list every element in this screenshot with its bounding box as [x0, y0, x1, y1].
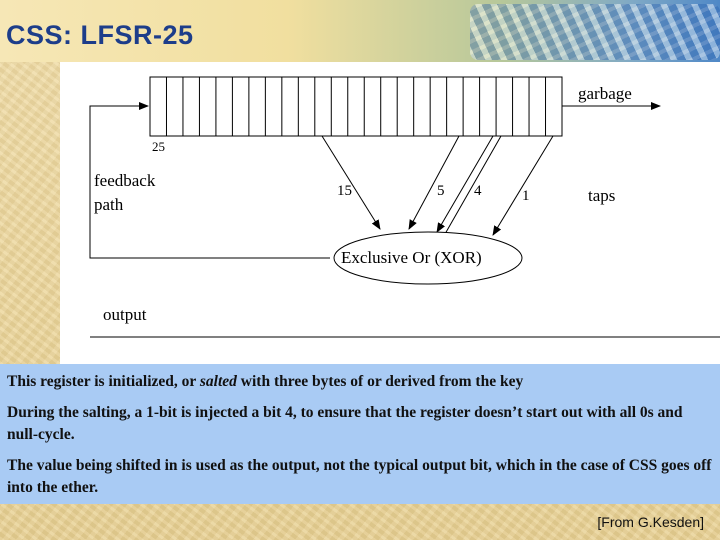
tap-arrow-5 — [408, 135, 460, 230]
taps-label: taps — [588, 186, 616, 205]
tap-label-1: 1 — [522, 188, 530, 204]
note-initialization-text-end: with three bytes of or derived from the … — [236, 373, 524, 390]
notes-panel: This register is initialized, or salted … — [0, 364, 720, 504]
tap-label-5: 5 — [437, 183, 445, 199]
xor-label: Exclusive Or (XOR) — [341, 248, 482, 267]
xor-ellipse — [333, 231, 523, 285]
tap-arrow-15 — [321, 135, 381, 230]
note-initialization-italic: salted — [199, 373, 237, 390]
garbage-label: garbage — [578, 84, 632, 103]
tap-arrow-1 — [492, 135, 554, 236]
feedback-label-line1: feedback — [94, 171, 156, 190]
tap-arrow-4a — [436, 135, 494, 233]
feedback-label-line2: path — [94, 195, 124, 214]
tap-label-15: 15 — [337, 183, 352, 199]
output-label: output — [103, 305, 147, 324]
note-output: The value being shifted in is used as th… — [7, 457, 712, 496]
feedback-path-line — [89, 102, 330, 259]
register-length-label: 25 — [152, 139, 165, 154]
header-band — [0, 0, 720, 62]
note-initialization: This register is initialized, or salted … — [7, 371, 713, 393]
tap-label-4: 4 — [474, 183, 482, 199]
credit-label: [From G.Kesden] — [597, 514, 704, 530]
note-initialization-text: This register is initialized, or — [7, 373, 200, 390]
tap-arrow-4b — [444, 135, 502, 235]
slide-title: CSS: LFSR-25 — [6, 20, 194, 50]
register-cells — [165, 77, 547, 136]
shift-register — [149, 76, 563, 137]
note-salting: During the salting, a 1-bit is injected … — [7, 404, 683, 443]
